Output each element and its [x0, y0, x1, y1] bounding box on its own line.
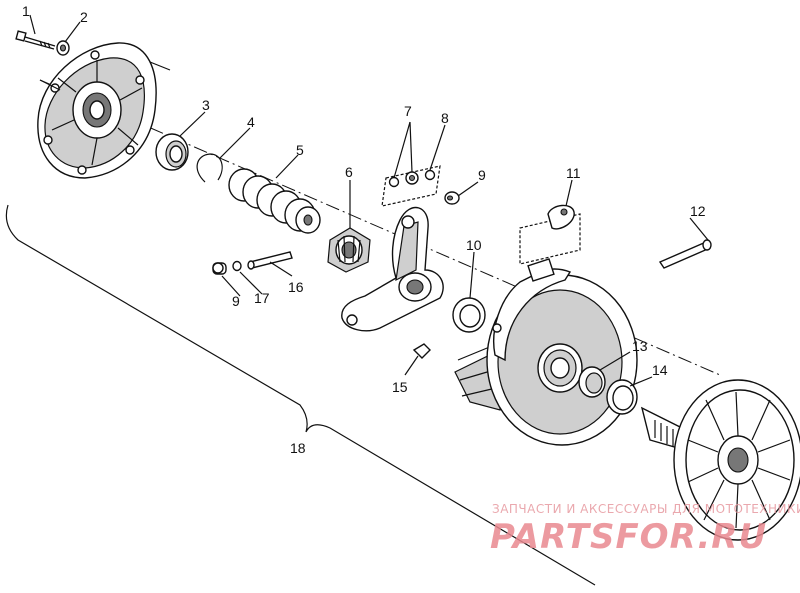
callout-12: 12 — [690, 203, 706, 219]
seal-ring-part — [606, 379, 638, 415]
bushing-part-upper — [444, 191, 460, 205]
center-axis — [39, 79, 721, 376]
leader-lines — [29, 14, 709, 387]
grease-fitting-part — [412, 343, 431, 359]
callout-11: 11 — [566, 165, 581, 181]
callout-7: 7 — [404, 103, 412, 119]
callout-14: 14 — [652, 362, 668, 378]
callout-9-lower: 9 — [232, 293, 240, 309]
shaft-pin-part — [658, 239, 712, 269]
ring-part — [155, 133, 189, 171]
weight-part — [519, 204, 581, 265]
callout-16: 16 — [288, 279, 304, 295]
snap-ring-part — [196, 153, 223, 183]
nut-parts — [381, 165, 441, 207]
fixed-sheave-part — [640, 379, 800, 541]
callout-15: 15 — [392, 379, 408, 395]
moveable-sheave-part — [454, 258, 638, 446]
callout-13: 13 — [632, 338, 648, 354]
spacer-part — [232, 260, 242, 272]
roller-part — [327, 227, 371, 273]
callout-17: 17 — [254, 290, 270, 306]
callout-6: 6 — [345, 164, 353, 180]
callout-8: 8 — [441, 110, 449, 126]
site-watermark: ЗАПЧАСТИ И АКСЕССУАРЫ ДЛЯ МОТОТЕХНИКИ PA… — [490, 502, 800, 557]
bushing-part-lower — [212, 262, 227, 275]
spider-arm-part — [341, 206, 444, 332]
callout-9-upper: 9 — [478, 167, 486, 183]
watermark-tagline: ЗАПЧАСТИ И АКСЕССУАРЫ ДЛЯ МОТОТЕХНИКИ — [492, 502, 800, 516]
callout-10: 10 — [466, 237, 482, 253]
bolt-part — [15, 30, 56, 50]
callout-5: 5 — [296, 142, 304, 158]
watermark-logo: PARTSFOR.RU — [490, 517, 767, 557]
thrust-washer-part — [452, 297, 486, 333]
spring-part — [228, 168, 321, 234]
callout-1: 1 — [22, 3, 30, 19]
callout-3: 3 — [202, 97, 210, 113]
callout-4: 4 — [247, 114, 255, 130]
callout-labels: 1 2 3 4 5 6 7 8 9 10 11 12 13 14 15 16 1… — [22, 3, 706, 456]
assembly-bracket — [5, 204, 596, 586]
callout-2: 2 — [80, 9, 88, 25]
cover-plate-part — [37, 42, 171, 179]
callout-18: 18 — [290, 440, 306, 456]
pin-part — [247, 251, 293, 270]
washer-part — [56, 40, 70, 56]
bushing-ring-part — [578, 366, 606, 398]
